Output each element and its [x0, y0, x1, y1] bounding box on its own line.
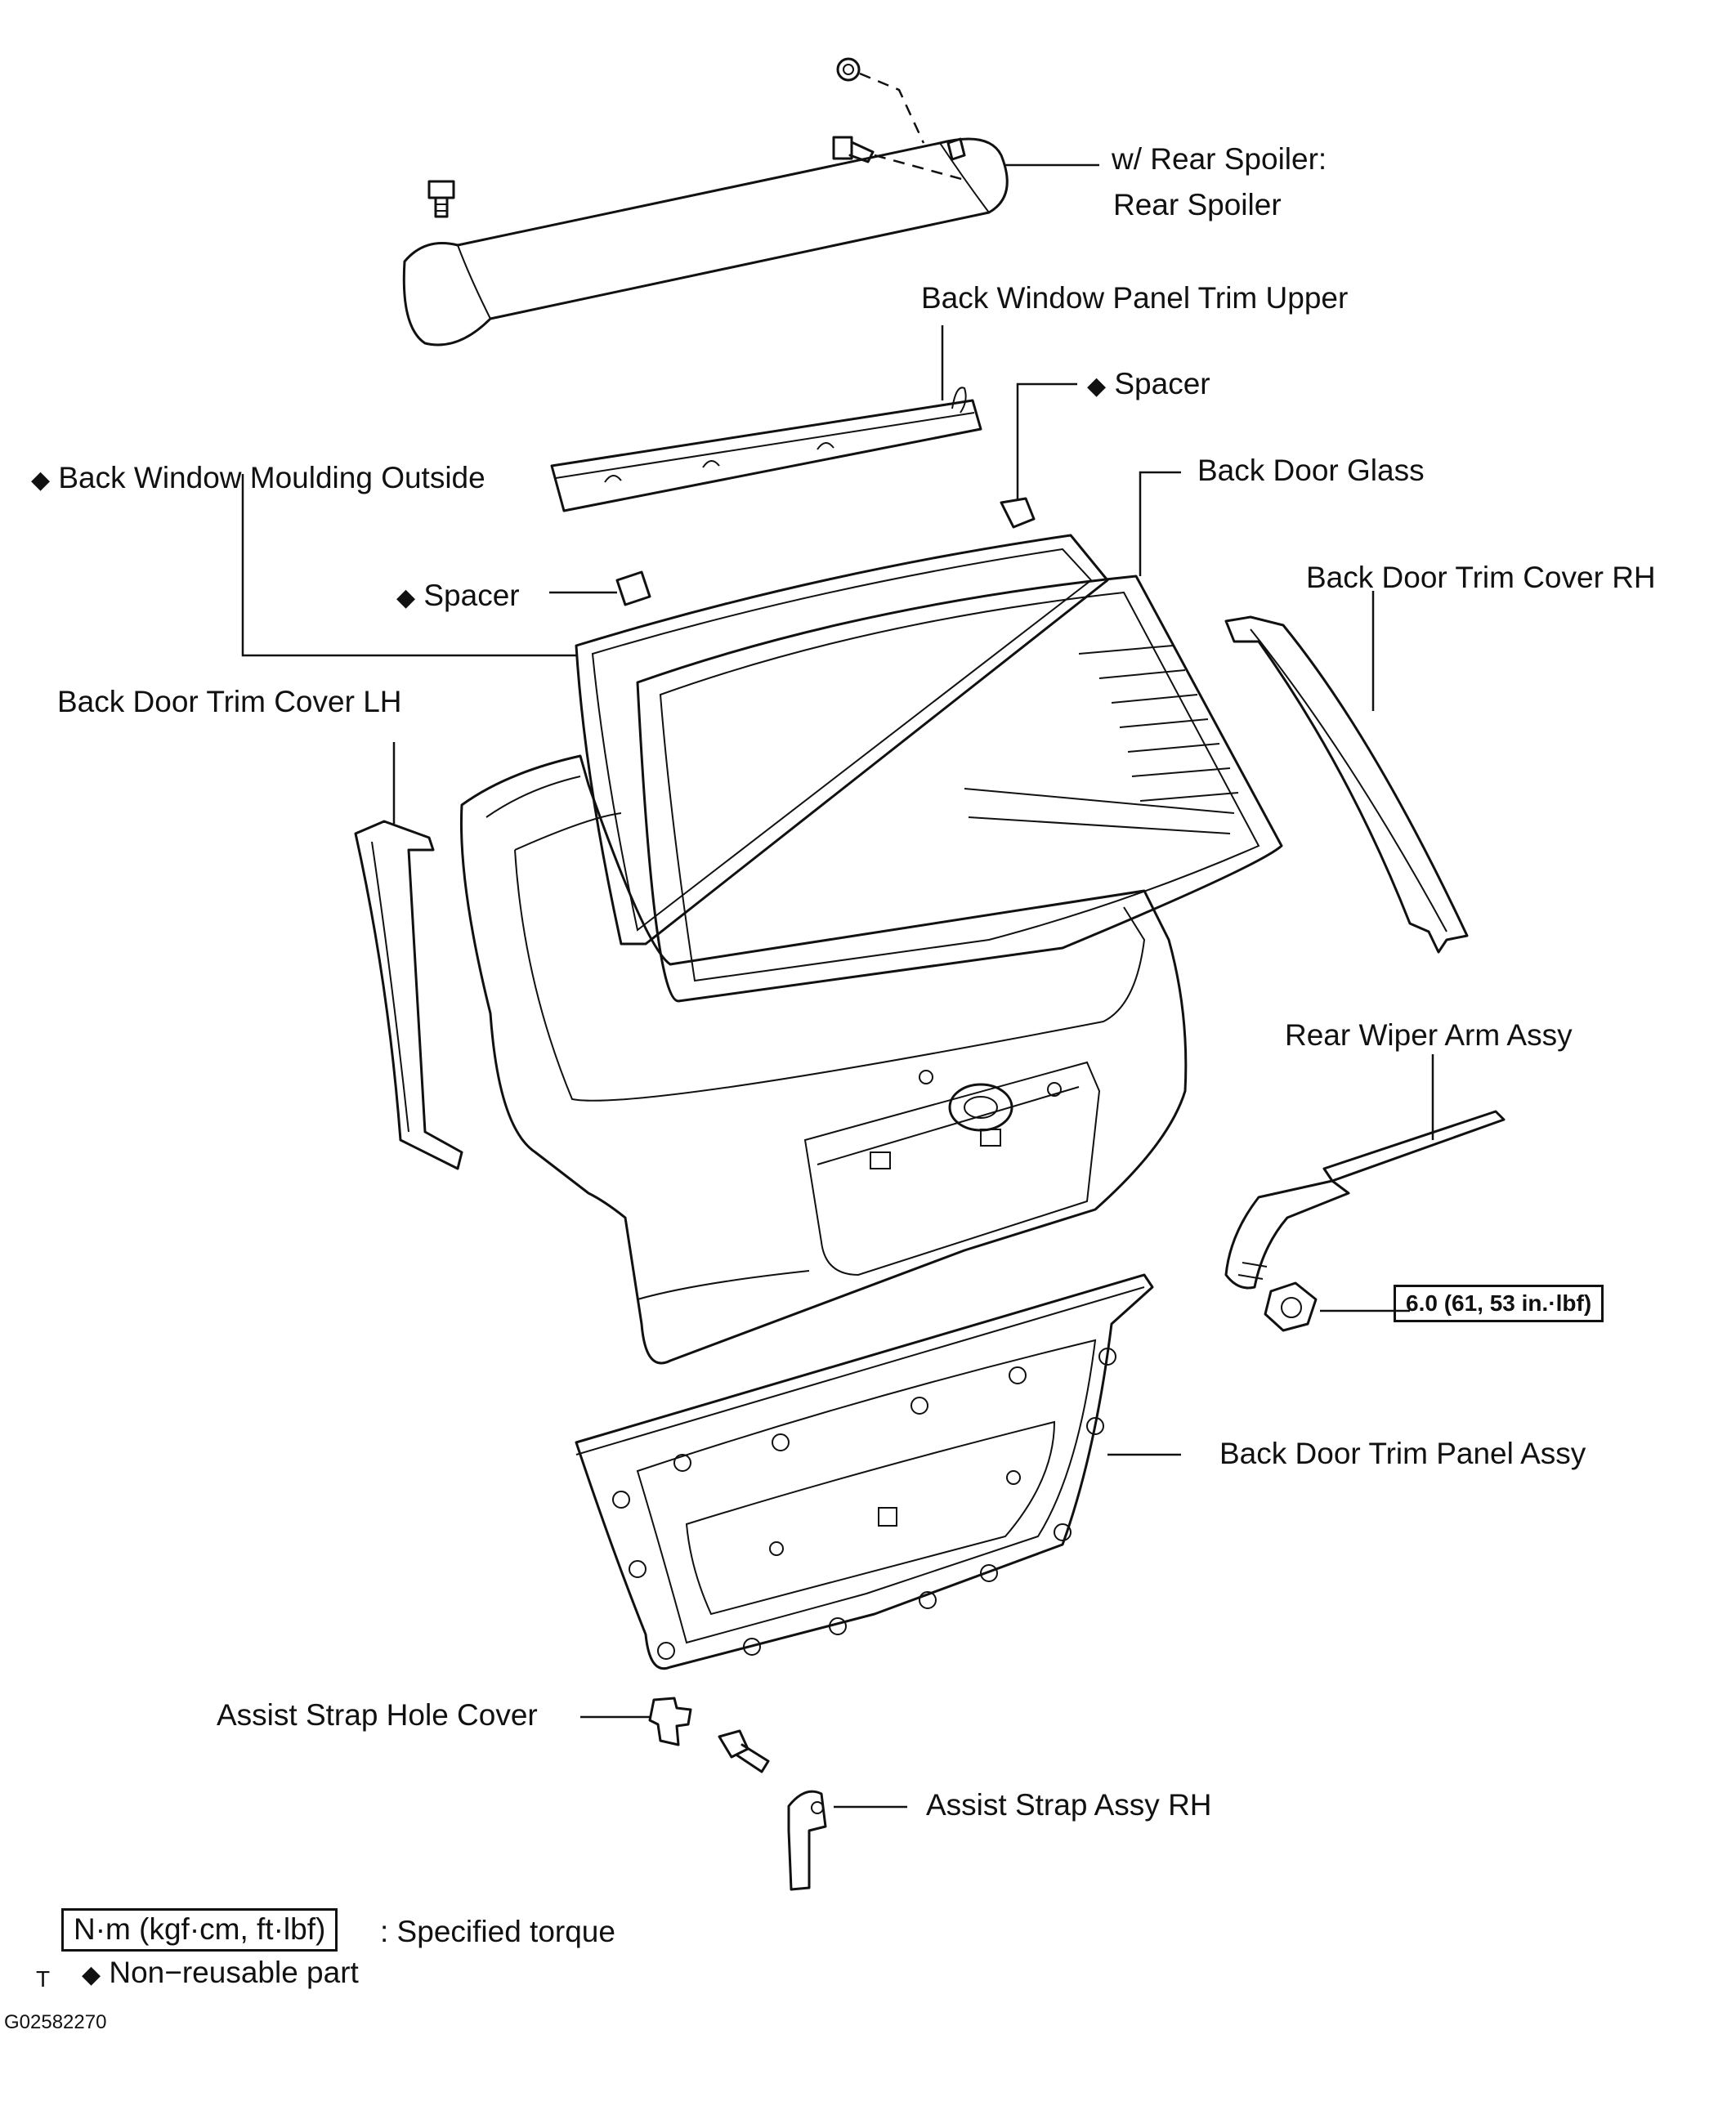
label-back-door-glass: Back Door Glass [1197, 454, 1425, 487]
label-back-window-panel-trim-upper: Back Window Panel Trim Upper [921, 281, 1349, 315]
non-reusable-diamond-icon: ◆ [31, 467, 51, 494]
back-window-panel-trim-upper-part [550, 387, 982, 512]
spoiler-bolt-left [427, 180, 455, 218]
back-door-part [459, 754, 1188, 1365]
non-reusable-diamond-icon: ◆ [82, 1961, 101, 1988]
figure-id: G02582270 [4, 2011, 107, 2033]
rear-wiper-arm-part [1224, 1110, 1506, 1290]
non-reusable-diamond-icon: ◆ [396, 584, 416, 611]
assist-strap-hole-cover-part [648, 1697, 692, 1746]
legend-torque-description: : Specified torque [380, 1915, 615, 1948]
spacer-top-part [1000, 497, 1036, 529]
legend-torque-unit-box: N·m (kgf·cm, ft·lbf) [61, 1908, 338, 1952]
label-rear-spoiler-line1: w/ Rear Spoiler: [1112, 142, 1327, 176]
label-back-door-trim-cover-rh: Back Door Trim Cover RH [1306, 561, 1656, 594]
label-back-window-moulding-outside: ◆ Back Window Moulding Outside [31, 461, 485, 494]
label-rear-spoiler-line2: Rear Spoiler [1113, 188, 1282, 221]
wiper-nut-part [1264, 1281, 1318, 1332]
back-door-glass-part [636, 575, 1283, 1003]
spoiler-bolt-upper [832, 136, 875, 163]
rear-spoiler-part [402, 137, 1009, 347]
back-door-trim-panel-assy-part [575, 1273, 1154, 1670]
corner-mark: T [36, 1966, 51, 1992]
torque-value-wiper-nut: 6.0 (61, 53 in.·lbf) [1394, 1285, 1604, 1322]
label-back-door-trim-cover-lh: Back Door Trim Cover LH [57, 685, 402, 718]
label-assist-strap-hole-cover: Assist Strap Hole Cover [217, 1698, 538, 1732]
label-spacer-left: ◆ Spacer [396, 579, 520, 612]
back-door-trim-cover-lh-part [354, 820, 463, 1170]
label-assist-strap-assy-rh: Assist Strap Assy RH [926, 1788, 1212, 1822]
assist-strap-bolt-part [718, 1729, 770, 1773]
label-spacer-top: ◆ Spacer [1087, 367, 1210, 400]
back-door-trim-cover-rh-part [1224, 615, 1469, 954]
legend-non-reusable: ◆ Non−reusable part [82, 1956, 359, 1989]
label-back-door-trim-panel-assy: Back Door Trim Panel Assy [1219, 1437, 1586, 1470]
spacer-left-part [615, 570, 651, 606]
spoiler-nut-top [836, 57, 861, 82]
assist-strap-assy-rh-part [787, 1790, 827, 1891]
non-reusable-diamond-icon: ◆ [1087, 373, 1107, 400]
label-rear-wiper-arm-assy: Rear Wiper Arm Assy [1285, 1018, 1573, 1052]
back-window-moulding-outside-part [575, 534, 1109, 946]
